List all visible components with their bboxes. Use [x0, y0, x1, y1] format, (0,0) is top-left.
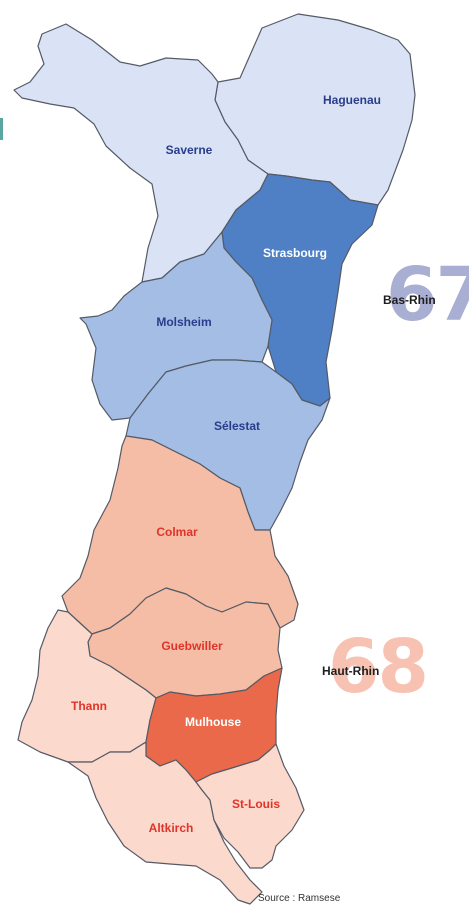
label-haguenau: Haguenau — [323, 93, 381, 107]
label-guebwiller: Guebwiller — [161, 639, 223, 653]
region-altkirch[interactable] — [67, 741, 263, 905]
label-altkirch: Altkirch — [149, 821, 194, 835]
region-stlouis[interactable] — [195, 743, 305, 869]
label-stlouis: St-Louis — [232, 797, 280, 811]
label-strasbourg: Strasbourg — [263, 246, 327, 260]
label-selestat: Sélestat — [214, 419, 260, 433]
label-colmar: Colmar — [156, 525, 198, 539]
label-saverne: Saverne — [166, 143, 213, 157]
department-name-haut-rhin: Haut-Rhin — [322, 664, 380, 678]
source-credit: Source : Ramsese — [258, 893, 341, 904]
label-molsheim: Molsheim — [156, 315, 211, 329]
department-number-68: 68 — [328, 624, 429, 710]
edge-marker — [0, 118, 3, 140]
department-name-bas-rhin: Bas-Rhin — [383, 293, 436, 307]
label-mulhouse: Mulhouse — [185, 715, 241, 729]
department-number-67: 67 — [386, 252, 469, 338]
label-thann: Thann — [71, 699, 107, 713]
